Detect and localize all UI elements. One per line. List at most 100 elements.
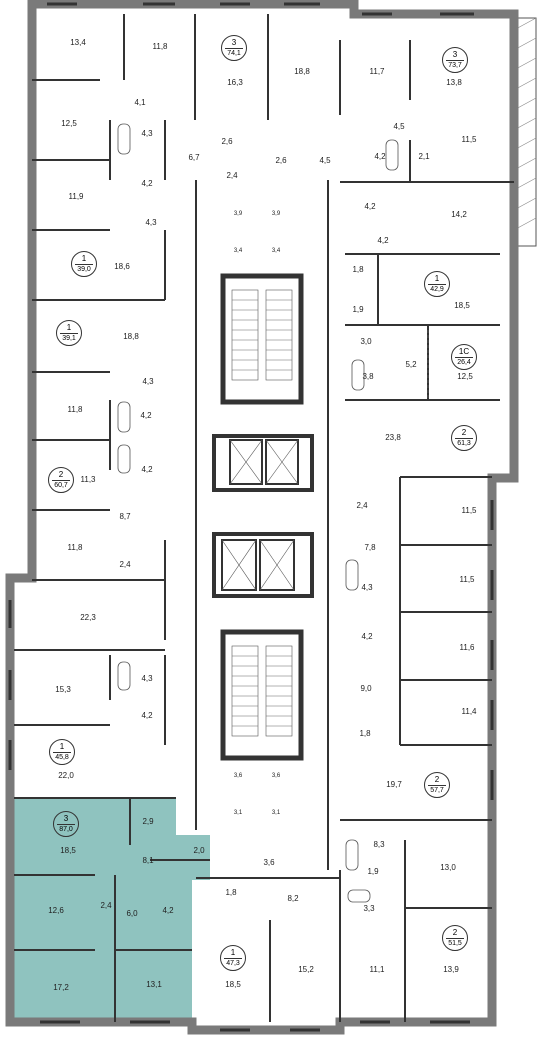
room-area: 11,3 xyxy=(80,475,96,484)
room-area: 11,5 xyxy=(459,575,475,584)
bathtubs xyxy=(117,123,399,903)
room-area: 14,2 xyxy=(451,210,467,219)
room-area: 2,4 xyxy=(100,901,112,910)
room-area: 2,0 xyxy=(193,846,205,855)
room-area: 17,2 xyxy=(53,983,69,992)
window-marks xyxy=(8,2,494,1032)
room-area: 13,4 xyxy=(70,38,86,47)
room-area: 11,4 xyxy=(461,707,477,716)
room-area: 4,3 xyxy=(141,129,153,138)
room-area: 8,3 xyxy=(373,840,385,849)
room-area: 11,9 xyxy=(68,192,84,201)
room-area: 4,3 xyxy=(145,218,157,227)
room-area: 4,3 xyxy=(141,674,153,683)
apartment-area: 73,7 xyxy=(446,60,464,69)
room-area: 4,1 xyxy=(134,98,146,107)
room-area: 5,2 xyxy=(405,360,417,369)
room-area: 1,8 xyxy=(352,265,364,274)
room-area: 18,6 xyxy=(114,262,130,271)
room-area: 11,1 xyxy=(369,965,385,974)
apartment-area: 39,1 xyxy=(60,333,78,342)
interior-walls xyxy=(14,14,514,1022)
room-area: 12,6 xyxy=(48,906,64,915)
room-area: 3,6 xyxy=(263,858,275,867)
room-area: 1,9 xyxy=(352,305,364,314)
room-area: 4,2 xyxy=(377,236,389,245)
apartment-area: 45,8 xyxy=(53,752,71,761)
stair-core-top xyxy=(220,273,304,405)
stair-treads-bottom xyxy=(232,655,292,727)
apartment-rooms: 2 xyxy=(461,428,467,437)
room-area: 4,2 xyxy=(374,152,386,161)
outer-walls xyxy=(5,0,519,1035)
room-area: 3,4 xyxy=(271,248,281,254)
apartment-area: 39,0 xyxy=(75,264,93,273)
room-area: 11,5 xyxy=(461,135,477,144)
room-area: 12,5 xyxy=(457,372,473,381)
apartment-rooms: 1 xyxy=(59,742,65,751)
apartment-area: 26,4 xyxy=(455,357,473,366)
room-area: 3,1 xyxy=(233,810,243,816)
room-area: 4,3 xyxy=(142,377,154,386)
apartment-rooms: 1 xyxy=(66,323,72,332)
selected-apartment-highlight[interactable] xyxy=(14,798,210,1022)
apartment-rooms: 2 xyxy=(452,928,458,937)
room-area: 2,6 xyxy=(221,137,233,146)
room-area: 4,2 xyxy=(141,465,153,474)
apartment-rooms: 1 xyxy=(81,254,87,263)
room-area: 11,7 xyxy=(369,67,385,76)
room-area: 2,4 xyxy=(226,171,238,180)
room-area: 1,8 xyxy=(359,729,371,738)
room-area: 4,2 xyxy=(140,411,152,420)
room-area: 18,5 xyxy=(225,980,241,989)
room-area: 13,8 xyxy=(446,78,462,87)
room-area: 4,2 xyxy=(141,711,153,720)
stair-core-bottom xyxy=(220,629,304,761)
room-area: 4,5 xyxy=(319,156,331,165)
apartment-rooms: 1С xyxy=(458,347,470,356)
elevator-top xyxy=(212,434,314,492)
apartment-area: 57,7 xyxy=(428,785,446,794)
room-area: 19,7 xyxy=(386,780,402,789)
room-area: 2,1 xyxy=(418,152,430,161)
room-area: 9,0 xyxy=(360,684,372,693)
room-area: 1,8 xyxy=(225,888,237,897)
apartment-rooms: 1 xyxy=(230,948,236,957)
room-area: 18,5 xyxy=(454,301,470,310)
apartment-rooms: 1 xyxy=(434,274,440,283)
apartment-area: 42,9 xyxy=(428,284,446,293)
room-area: 22,0 xyxy=(58,771,74,780)
room-area: 15,3 xyxy=(55,685,71,694)
apartment-area: 74,1 xyxy=(225,48,243,57)
apartment-rooms: 2 xyxy=(58,470,64,479)
apartment-rooms: 3 xyxy=(231,38,237,47)
apartment-area: 87,0 xyxy=(57,824,75,833)
room-area: 7,8 xyxy=(364,543,376,552)
apartment-area: 61,3 xyxy=(455,438,473,447)
room-area: 8,2 xyxy=(287,894,299,903)
room-area: 18,5 xyxy=(60,846,76,855)
apartment-area: 51,5 xyxy=(446,938,464,947)
room-area: 11,5 xyxy=(461,506,477,515)
room-area: 3,1 xyxy=(271,810,281,816)
apartment-area: 60,7 xyxy=(52,480,70,489)
room-area: 8,7 xyxy=(119,512,131,521)
room-area: 8,1 xyxy=(142,856,154,865)
room-area: 2,4 xyxy=(119,560,131,569)
room-area: 2,9 xyxy=(142,817,154,826)
room-area: 11,8 xyxy=(152,42,168,51)
